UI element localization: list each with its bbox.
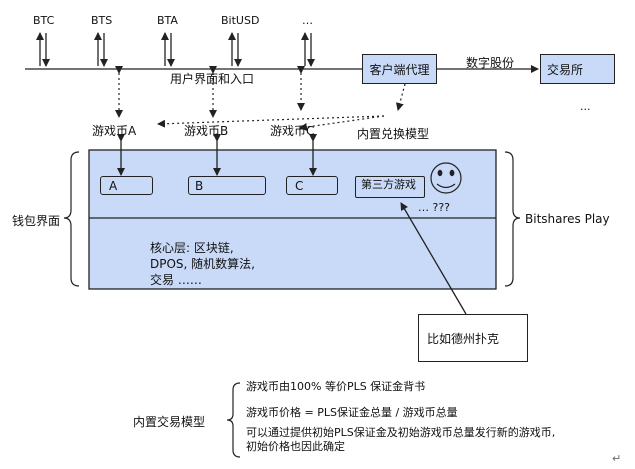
wallet-brace [63, 151, 80, 287]
model-note-2: 游戏币价格 = PLS保证金总量 / 游戏币总量 [246, 406, 458, 419]
ellipsis-question: … ??? [418, 201, 451, 214]
currency-label-bitusd: BitUSD [221, 14, 260, 27]
third-party-game-box: 第三方游戏 [355, 176, 425, 198]
game-coin-c-label: 游戏币C [270, 124, 315, 138]
currency-label-bts: BTS [91, 14, 113, 27]
client-proxy-box: 客户端代理 [362, 54, 437, 84]
currency-label-bta: BTA [157, 14, 178, 27]
model-note-1: 游戏币由100% 等价PLS 保证金背书 [246, 380, 426, 393]
model-note-3: 可以通过提供初始PLS保证金及初始游戏币总量发行新的游戏币, 初始价格也因此确定 [246, 426, 556, 453]
ui-entry-label: 用户界面和入口 [170, 72, 255, 86]
poker-pointer [400, 202, 467, 315]
system-block [88, 149, 497, 290]
platform-brace [504, 151, 521, 287]
exchange-more: ... [580, 100, 591, 113]
slot-b: B [188, 176, 266, 195]
smiley-icon [430, 162, 462, 194]
currency-label-btc: BTC [33, 14, 55, 27]
poker-box: 比如德州扑克 [418, 314, 528, 362]
core-layer-text: 核心层: 区块链, DPOS, 随机数算法, 交易 …… [150, 241, 255, 287]
game-coin-b-label: 游戏币B [184, 124, 229, 138]
digital-shares-label: 数字股份 [466, 56, 515, 70]
model-title: 内置交易模型 [133, 415, 206, 429]
exchange-box: 交易所 [540, 54, 615, 84]
bitshares-play-label: Bitshares Play [525, 212, 610, 226]
currency-arrows [36, 32, 315, 67]
slot-a: A [100, 176, 153, 195]
dotted-links [115, 66, 411, 131]
coin-slot-arrows [117, 134, 317, 176]
currency-label-more: … [302, 14, 313, 27]
model-brace [226, 382, 241, 458]
wallet-label: 钱包界面 [12, 214, 61, 228]
return-mark: ↵ [612, 452, 622, 465]
builtin-exchange-label: 内置兑换模型 [357, 127, 430, 141]
slot-c: C [286, 176, 338, 195]
game-coin-a-label: 游戏币A [92, 124, 137, 138]
